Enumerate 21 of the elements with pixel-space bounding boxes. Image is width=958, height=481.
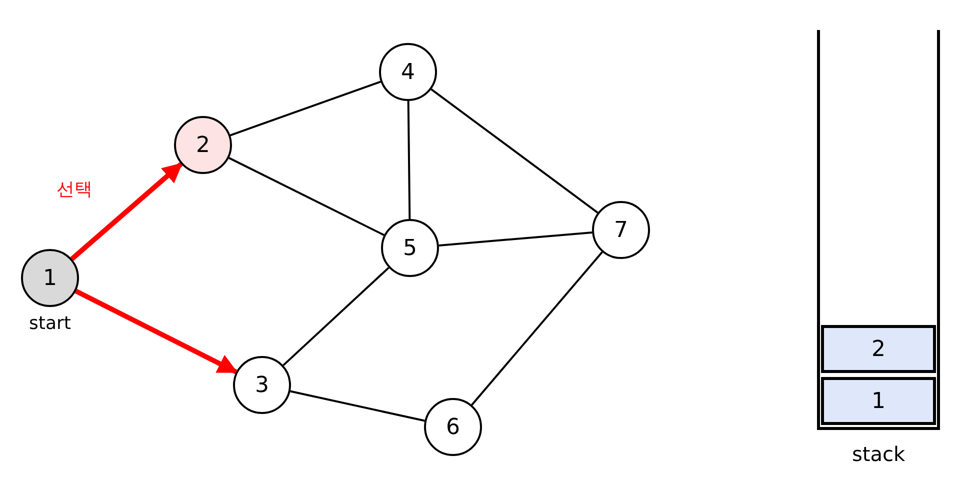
node-caption: start (28, 313, 72, 334)
node-circle: 3 (233, 356, 291, 414)
arrow (70, 162, 183, 261)
connector-line (471, 251, 603, 406)
arrow (74, 288, 238, 374)
connector-line (228, 157, 384, 236)
stack-item: 1 (821, 377, 936, 425)
node-circle: 2 (174, 116, 232, 174)
connector-line (438, 231, 592, 247)
node-circle: 4 (379, 43, 437, 101)
node-circle: 5 (381, 219, 439, 277)
connector-line (230, 80, 382, 136)
connector-line (407, 100, 411, 220)
connector-line (282, 266, 390, 366)
node-circle: 1 (21, 249, 79, 307)
stack-item: 2 (821, 325, 936, 373)
node-circle: 6 (424, 398, 482, 456)
stack-label: stack (850, 442, 906, 466)
node-circle: 7 (592, 201, 650, 259)
connector-line (430, 88, 598, 214)
connector-line (290, 390, 425, 422)
